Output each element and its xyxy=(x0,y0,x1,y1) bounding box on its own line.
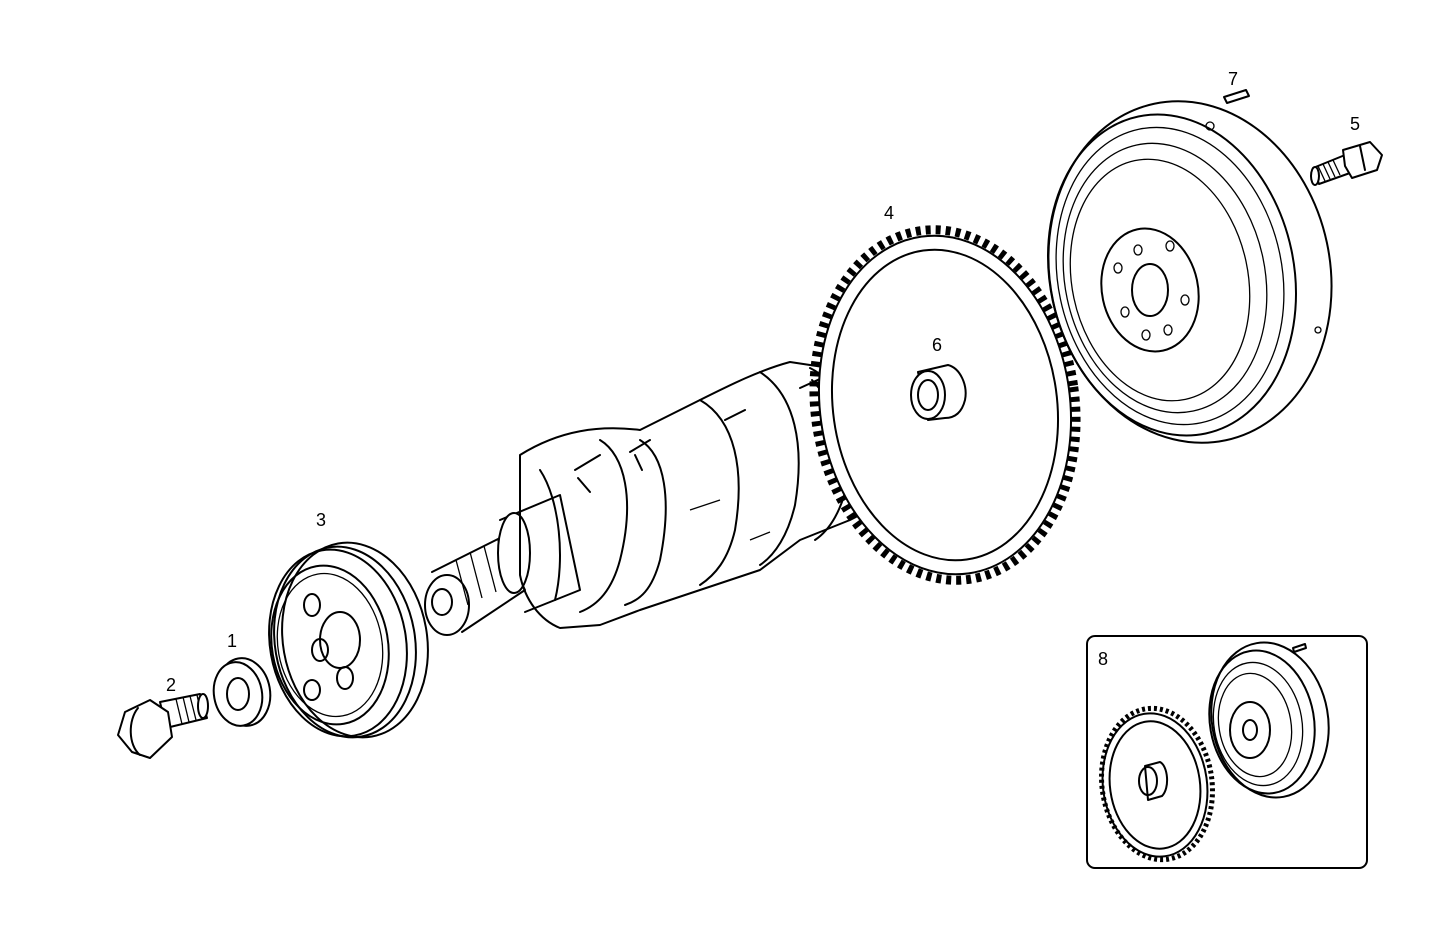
crankshaft-pulley xyxy=(268,541,429,739)
washer xyxy=(212,657,272,727)
flywheel xyxy=(1047,100,1333,444)
callout-dowel-pin: 7 xyxy=(1228,69,1238,89)
pilot-bearing xyxy=(910,364,967,421)
callout-crankshaft-pulley: 3 xyxy=(316,510,326,530)
inset-flywheel xyxy=(1208,641,1330,799)
callout-inset-assembly: 8 xyxy=(1098,649,1108,669)
flywheel-bolt-holes xyxy=(1113,240,1190,341)
callout-flywheel-bolt: 5 xyxy=(1350,114,1360,134)
flywheel-bolt xyxy=(1310,141,1383,186)
callout-ring-gear: 4 xyxy=(884,203,894,223)
inset-ring-gear xyxy=(1099,705,1215,863)
ring-gear-teeth xyxy=(809,225,1081,585)
inset-frame xyxy=(1086,635,1368,869)
callout-pulley-bolt: 2 xyxy=(166,675,176,695)
dowel-pin xyxy=(1223,89,1250,104)
callout-washer: 1 xyxy=(227,631,237,651)
callout-labels: 1 2 3 4 5 6 7 8 xyxy=(166,69,1360,695)
crankshaft-snout xyxy=(424,494,581,636)
inset-assembly xyxy=(1086,635,1368,869)
pulley-bolt xyxy=(117,693,209,759)
callout-pilot-bearing: 6 xyxy=(932,335,942,355)
